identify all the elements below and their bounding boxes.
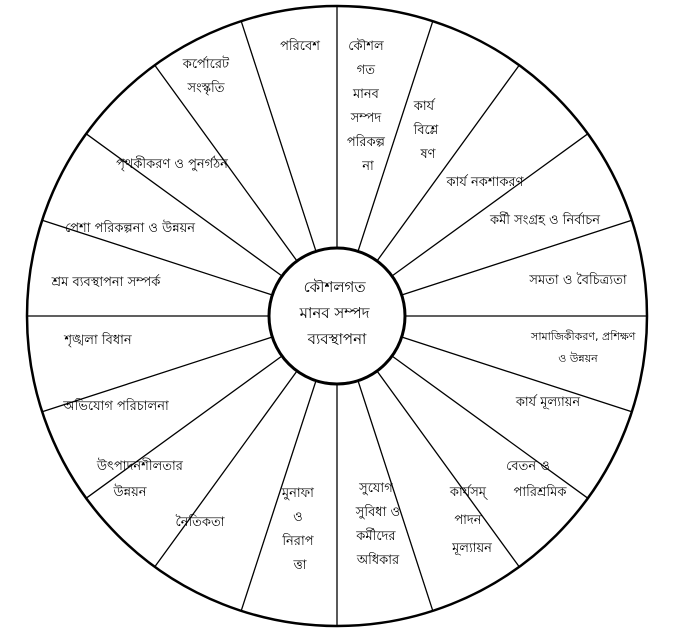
segment-compensation: বেতন ও পারিশ্রমিক: [506, 459, 567, 500]
segment-discipline: শৃঙ্খলা বিধান: [63, 332, 132, 348]
wheel-spokes: [27, 6, 647, 626]
segment-socialization-training: সামাজিকীকরণ, প্রশিক্ষণ ও উন্নয়ন: [530, 330, 639, 365]
segment-recruitment-selection: কর্মী সংগ্রহ ও নির্বাচন: [489, 212, 600, 228]
segment-job-design: কার্য নকশাকরণ: [446, 174, 525, 190]
center-line-3: ব্যবস্থাপনা: [307, 330, 367, 348]
spoke-line: [154, 64, 298, 262]
spoke-line: [41, 336, 273, 413]
center-title: কৌশলগত মানব সম্পদ ব্যবস্থাপনা: [299, 278, 375, 348]
spoke-line: [41, 219, 273, 296]
segment-career-planning: পেশা পরিকল্পনা ও উন্নয়ন: [65, 220, 195, 236]
spoke-line: [357, 20, 434, 252]
center-circle: [267, 246, 407, 386]
segment-environment: পরিবেশ: [280, 38, 320, 54]
spoke-line: [154, 370, 298, 568]
segment-restructuring: পৃথকীকরণ ও পুনর্গঠন: [116, 156, 228, 172]
segment-benefits-rights: সুযোগ সুবিধা ও কর্মীদের অধিকার: [355, 481, 404, 568]
outer-circle: [25, 4, 649, 628]
segment-strategic-hr-planning: কৌশল গত মানব সম্পদ পরিকল্প না: [347, 38, 389, 174]
spoke-line: [85, 355, 283, 499]
spoke-line: [85, 133, 283, 277]
spoke-line: [240, 20, 317, 252]
center-line-1: কৌশলগত: [304, 278, 367, 296]
spoke-line: [376, 370, 520, 568]
segment-ethics: নৈতিকতা: [175, 514, 224, 530]
segment-grievance-handling: অভিযোগ পরিচালনা: [62, 398, 169, 414]
segment-health-safety: মুনাফা ও নিরাপ ত্তা: [281, 486, 318, 573]
segment-labour-relations: শ্রম ব্যবস্থাপনা সম্পর্ক: [51, 274, 162, 290]
spoke-line: [376, 64, 520, 262]
segment-performance-appraisal: কার্যসম্ পাদন মূল্যায়ন: [449, 484, 492, 556]
segment-corporate-culture: কর্পোরেট সংস্কৃতি: [182, 56, 234, 96]
spoke-line: [357, 380, 434, 612]
spoke-line: [401, 219, 633, 296]
spoke-line: [240, 380, 317, 612]
spoke-line: [391, 355, 589, 499]
segment-job-evaluation: কার্য মূল্যায়ন: [515, 394, 581, 410]
spoke-line: [401, 336, 633, 413]
segment-productivity: উৎপাদনশীলতার উন্নয়ন: [96, 458, 187, 500]
center-line-2: মানব সম্পদ: [299, 304, 371, 322]
segment-job-analysis: কার্য বিশ্লে ষণ: [413, 98, 443, 162]
spoke-line: [391, 133, 589, 277]
segment-equality-diversity: সমতা ও বৈচিত্র্যতা: [528, 272, 626, 288]
